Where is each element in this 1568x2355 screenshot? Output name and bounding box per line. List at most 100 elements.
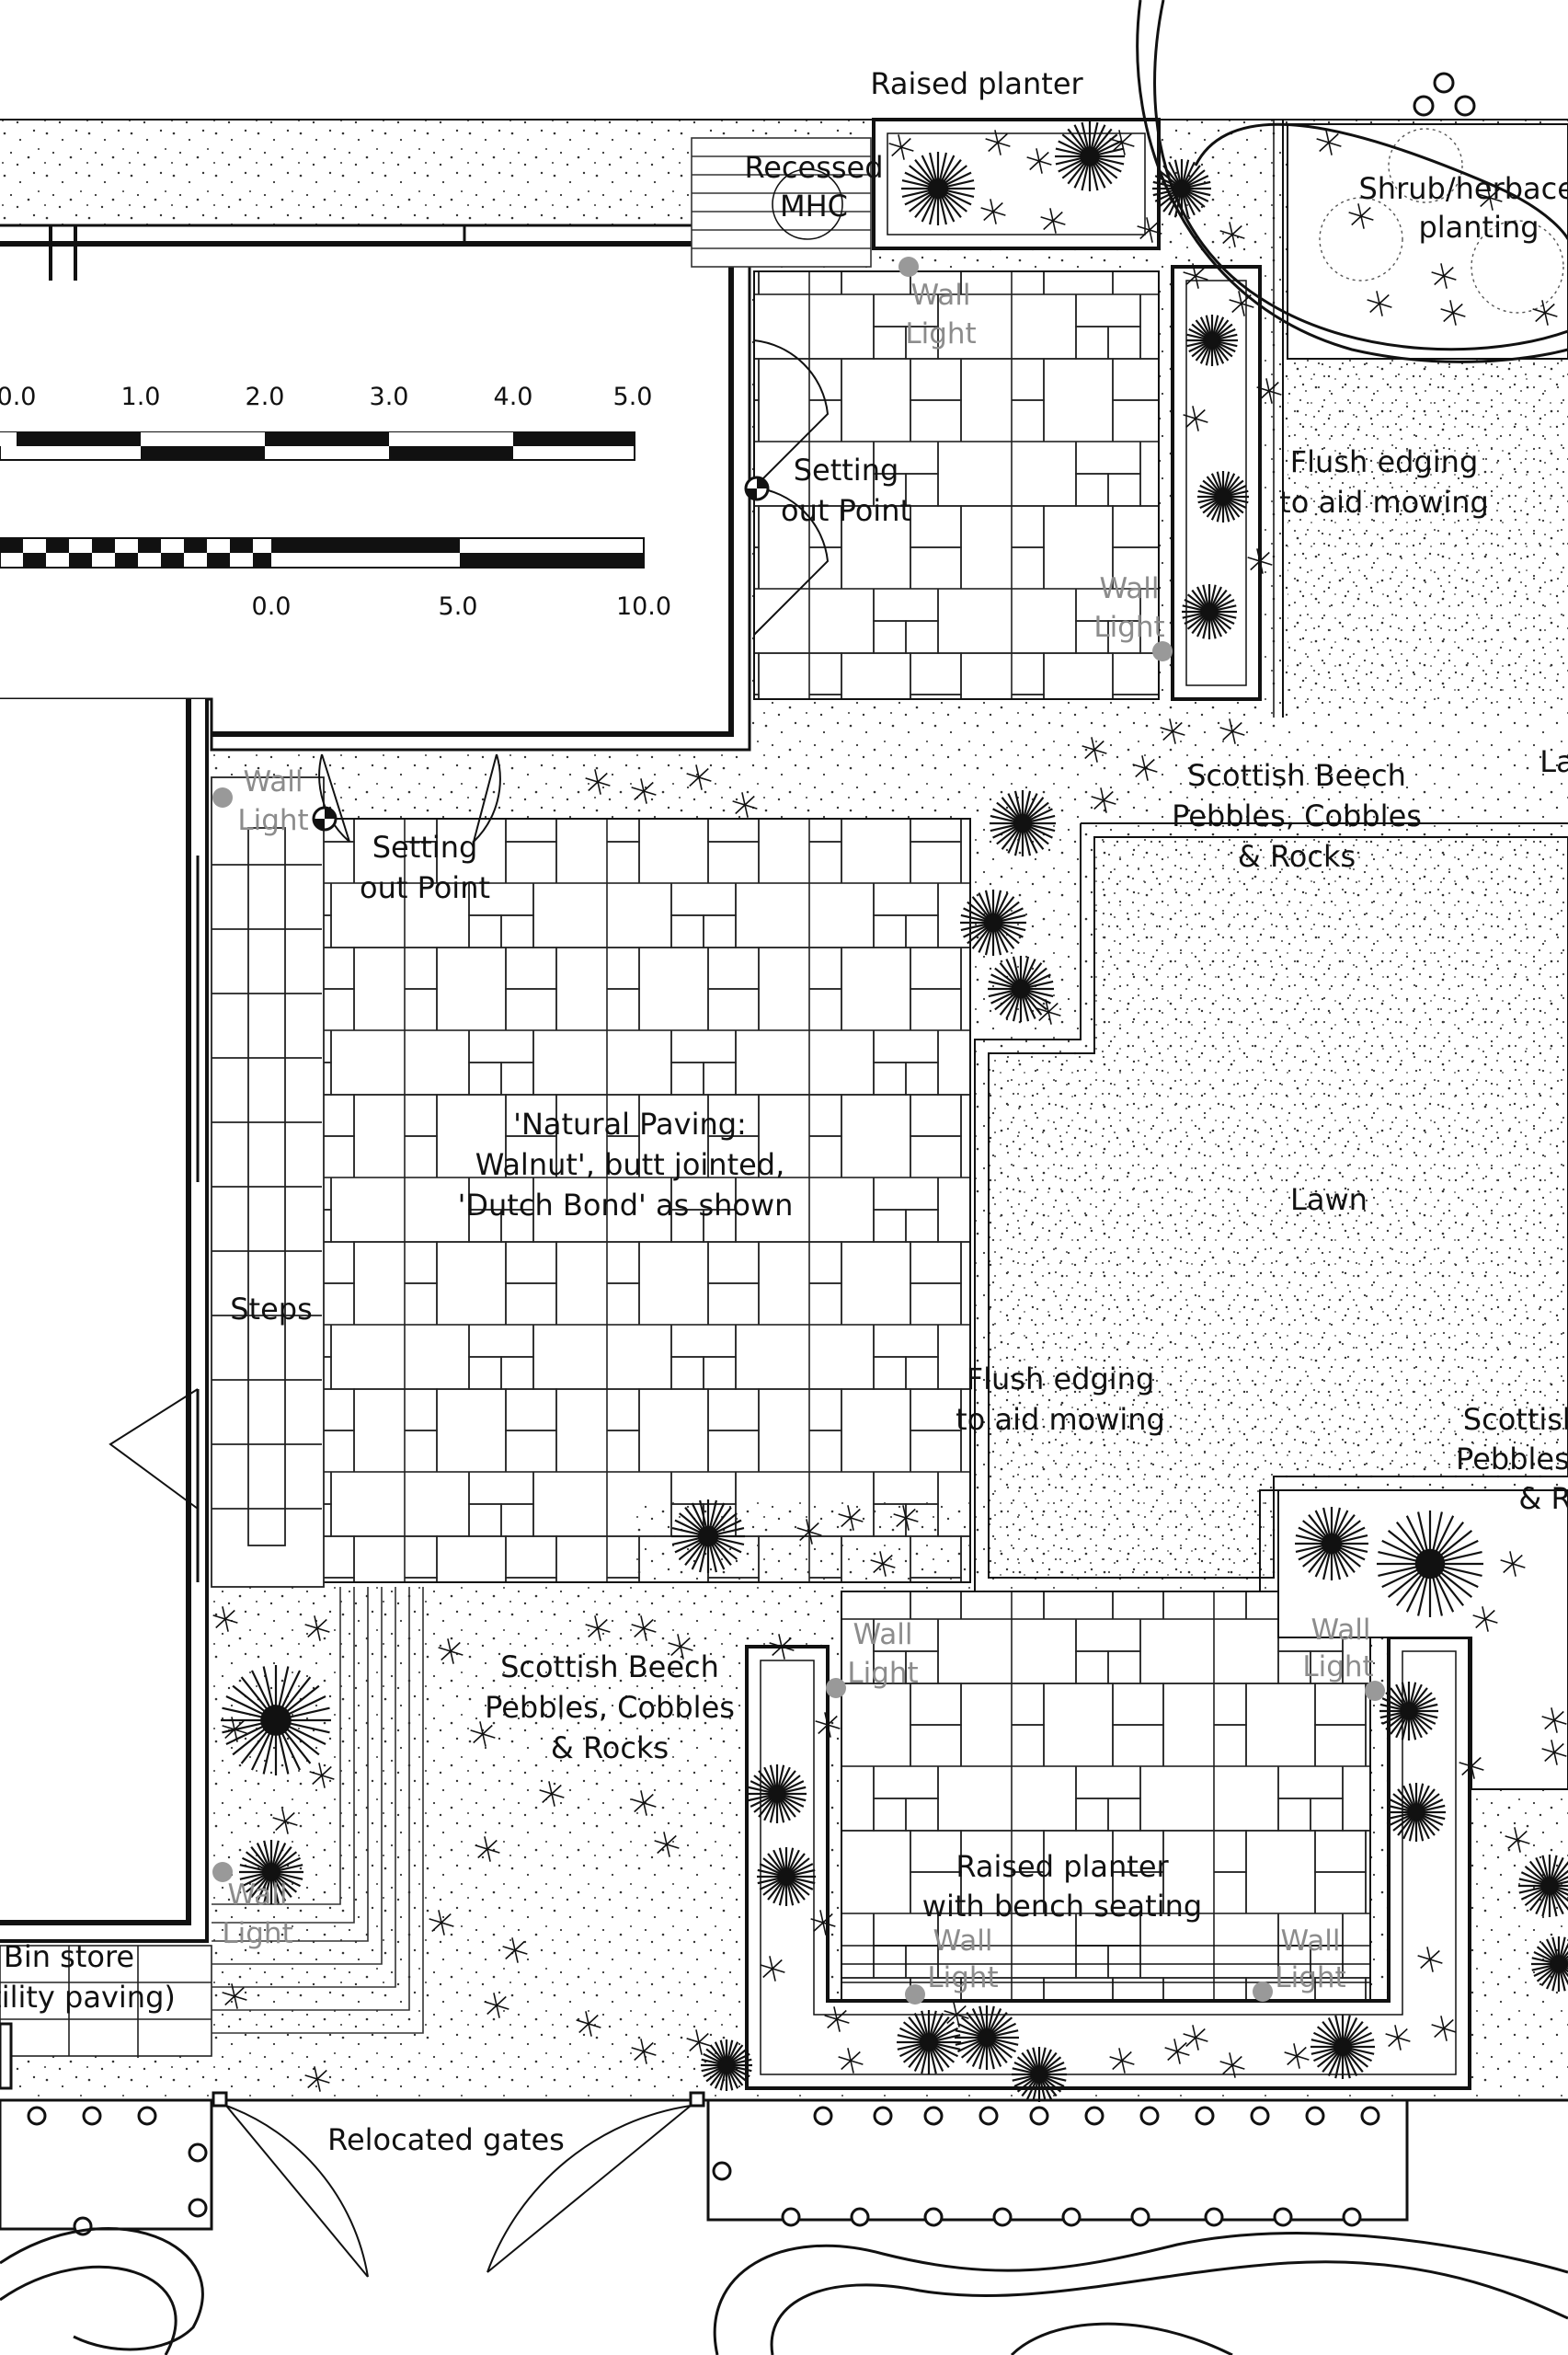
perennial-symbol [212, 1606, 238, 1632]
right-planting-area [1277, 1489, 1568, 1790]
label-flush-edging-mid-1: Flush edging [967, 1361, 1155, 1396]
perennial-symbol [631, 1790, 657, 1816]
perennial-symbol [1431, 2016, 1457, 2041]
perennial-symbol [272, 1809, 298, 1834]
scale-bottom-tick-2: 10.0 [616, 592, 671, 621]
lawn-upper [1288, 359, 1568, 708]
shrub-symbol [1152, 159, 1211, 218]
perennial-symbol [815, 1712, 841, 1738]
perennial-symbol [1500, 1551, 1526, 1577]
perennial-symbol [585, 769, 611, 795]
perennial-symbol [769, 1634, 795, 1660]
perennial-symbol [309, 1763, 335, 1788]
perennial-symbol [668, 1634, 693, 1660]
label-scottish-bottom-3: & Rocks [551, 1730, 669, 1765]
perennial-symbol [1541, 1740, 1567, 1765]
perennial-symbol [893, 1505, 919, 1531]
wall-light-3-b: Light [237, 804, 308, 837]
wall-light-5-a: Wall [1311, 1614, 1371, 1647]
label-raised-bench-2: with bench seating [922, 1889, 1202, 1924]
perennial-symbol [1477, 185, 1503, 211]
shrub-symbol [1377, 1511, 1483, 1617]
perennial-symbol [1472, 1606, 1498, 1632]
perennial-symbol [1505, 1827, 1530, 1853]
perennial-symbol [1132, 755, 1158, 781]
boulders [1413, 72, 1476, 117]
shrub-symbol [1310, 2015, 1375, 2079]
perennial-symbol [1431, 263, 1457, 289]
wall-light-4-a: Wall [853, 1618, 913, 1651]
wall-light-8-a: Wall [1281, 1924, 1341, 1958]
perennial-symbol [760, 1956, 785, 1982]
lawn [988, 836, 1568, 1579]
perennial-symbol [470, 1721, 496, 1747]
perennial-symbol [429, 1910, 454, 1936]
label-raised-planter-top: Raised planter [870, 66, 1083, 101]
shrub-symbol [1387, 1783, 1446, 1842]
shrub-symbol [990, 790, 1056, 856]
shrub-symbol [960, 890, 1026, 956]
label-scottish-bottom-1: Scottish Beech [500, 1649, 719, 1684]
label-paving-2: Walnut', butt jointed, [475, 1147, 785, 1182]
perennial-symbol [838, 2048, 864, 2074]
perennial-symbol [1440, 300, 1466, 326]
shrub-symbol [671, 1499, 745, 1573]
perennial-symbol [1459, 1753, 1484, 1779]
label-lawn-right-cut: La [1539, 744, 1568, 779]
perennial-symbol [1367, 291, 1392, 316]
perennial-symbol [1417, 1947, 1443, 1972]
perennial-symbol [1109, 2048, 1135, 2074]
perennial-symbol [654, 1832, 680, 1857]
perennial-symbol [1247, 548, 1273, 574]
shrub-symbol [1295, 1507, 1368, 1580]
scale-top-tick-0: 0.0 [0, 383, 36, 411]
perennial-symbol [732, 792, 758, 818]
perennial-symbol [438, 1638, 464, 1664]
wall-light-4-b: Light [847, 1657, 918, 1690]
shrub-symbol [1055, 121, 1125, 191]
perennial-symbol [1109, 130, 1135, 155]
perennial-symbol [944, 2002, 969, 2028]
label-recessed-mhc-2: MHC [780, 189, 848, 224]
shrub-symbol [1182, 584, 1237, 639]
label-scottish-bottom-2: Pebbles, Cobbles [485, 1690, 735, 1725]
scale-top-tick-4: 4.0 [494, 383, 533, 411]
shrub-symbol [955, 2005, 1019, 2070]
perennial-symbol [796, 1519, 822, 1545]
perennial-symbol [1183, 2025, 1208, 2051]
wall-light-dots [212, 257, 1385, 2005]
perennial-symbol [1164, 2039, 1190, 2064]
perennial-symbol [222, 1983, 247, 2009]
label-shrub-2: planting [1418, 210, 1539, 245]
perennial-symbol [1137, 217, 1162, 243]
steps-strip [211, 776, 325, 1588]
label-raised-bench-1: Raised planter [956, 1849, 1169, 1884]
label-flush-edging-top-1: Flush edging [1290, 444, 1479, 479]
perennial-symbol [484, 1993, 509, 2018]
perennial-symbol [539, 1781, 565, 1807]
house-lower-block [0, 699, 209, 1943]
scale-bottom-tick-0: 0.0 [252, 592, 292, 621]
gate-swings [225, 2105, 692, 2278]
perennial-symbol [824, 2006, 850, 2032]
label-setting-out-2b: out Point [360, 870, 490, 905]
perennial-symbol [1532, 300, 1558, 326]
paving-main [321, 818, 971, 1583]
shrub-symbol [1379, 1682, 1438, 1740]
shrub-symbol [1186, 315, 1238, 366]
scale-top-tick-1: 1.0 [121, 383, 161, 411]
label-setting-out-1a: Setting [794, 453, 899, 488]
wall-light-1-a: Wall [911, 279, 971, 312]
perennial-symbol [304, 1615, 330, 1641]
label-scottish-top-2: Pebbles, Cobbles [1172, 798, 1422, 833]
bench-seating [841, 1945, 1370, 1983]
setting-out-points [312, 476, 770, 832]
scale-bar-top: 0.0 1.0 2.0 3.0 4.0 5.0 [0, 383, 652, 461]
label-scottish-right-3: & R [1518, 1481, 1568, 1516]
perennial-symbol [686, 764, 712, 790]
wall-light-3-a: Wall [244, 765, 303, 798]
perennial-symbol [585, 1615, 611, 1641]
scale-top-tick-2: 2.0 [246, 383, 285, 411]
perennial-symbol [502, 1937, 528, 1963]
